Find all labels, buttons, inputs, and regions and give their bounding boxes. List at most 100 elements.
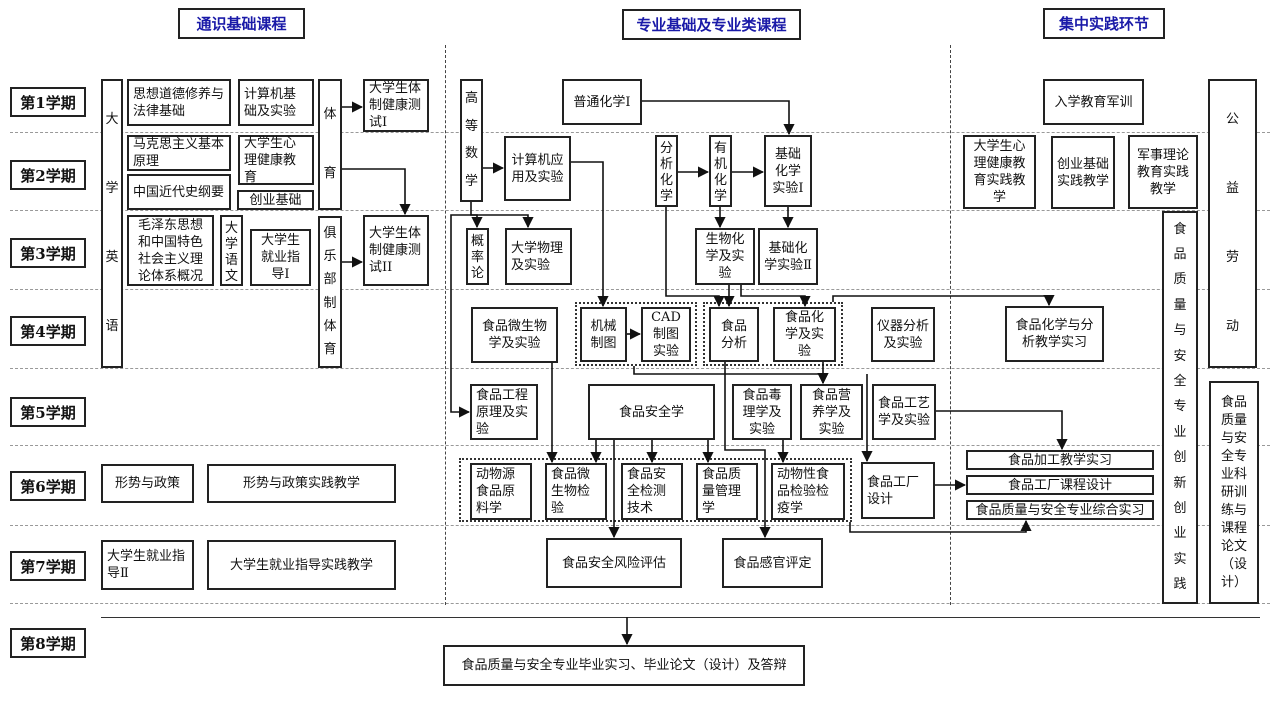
vertical-char: 创: [1173, 500, 1187, 516]
header-general: 通识基础课程: [178, 8, 305, 39]
row-divider: [10, 603, 1270, 604]
vertical-char: 业: [1173, 526, 1187, 542]
vertical-char: 安: [1173, 348, 1187, 364]
course-food-chem: 食品化学及实验: [773, 307, 836, 362]
practice-public-labor: 公益劳动: [1208, 79, 1257, 368]
row-divider: [10, 525, 1270, 526]
practice-psych: 大学生心理健康教育实践教学: [963, 135, 1036, 209]
vertical-char: 量: [1173, 297, 1187, 313]
practice-food-chem-intern: 食品化学与分析教学实习: [1005, 306, 1104, 362]
final-graduation: 食品质量与安全专业毕业实习、毕业论文（设计）及答辩: [443, 645, 805, 686]
semester-6: 第6学期: [10, 471, 86, 501]
course-computer-basic: 计算机基础及实验: [238, 79, 314, 126]
arrow-tech-processing: [936, 410, 1068, 451]
course-instrument: 仪器分析及实验: [871, 307, 935, 362]
vertical-char: 等: [464, 118, 478, 134]
row-divider: [10, 289, 1270, 290]
course-probability: 概率论: [466, 228, 489, 285]
course-pe: 体育: [318, 79, 342, 210]
vertical-char: 文: [224, 269, 238, 284]
course-toxicology: 食品毒理学及实验: [732, 384, 792, 440]
course-entrepreneurship: 创业基础: [237, 190, 314, 210]
vertical-char: 践: [1173, 577, 1187, 593]
vertical-char: 部: [323, 272, 337, 288]
course-psych-health: 大学生心理健康教育: [238, 135, 314, 185]
vertical-char: 新: [1173, 475, 1187, 491]
vertical-char: 专: [1173, 399, 1187, 415]
course-cad: CAD制图实验: [641, 307, 691, 362]
vertical-char: 有: [713, 141, 727, 156]
vertical-char: 俱: [323, 225, 337, 241]
vertical-char: 食: [1173, 221, 1187, 237]
vertical-char: 论: [470, 266, 484, 281]
semester-2: 第2学期: [10, 160, 86, 190]
semester-8: 第8学期: [10, 628, 86, 658]
vertical-char: 育: [323, 342, 337, 358]
vertical-char: 全: [1173, 374, 1187, 390]
course-english: 大学英语: [101, 79, 123, 368]
vertical-char: 率: [470, 250, 484, 265]
semester-7: 第7学期: [10, 551, 86, 581]
vertical-char: 英: [105, 250, 119, 266]
practice-factory-course: 食品工厂课程设计: [966, 475, 1154, 495]
vertical-char: 学: [105, 180, 119, 196]
vertical-char: 语: [105, 319, 119, 335]
practice-comprehensive-intern: 食品质量与安全专业综合实习: [966, 500, 1154, 520]
practice-military: 入学教育军训: [1043, 79, 1144, 125]
semester-4: 第4学期: [10, 316, 86, 346]
course-quality-mgmt: 食品质量管理学: [696, 463, 758, 520]
course-food-safety: 食品安全学: [588, 384, 715, 440]
course-food-eng: 食品工程原理及实验: [470, 384, 538, 440]
vertical-char: 制: [323, 295, 337, 311]
practice-innovation: 食品质量与安全专业创新创业实践: [1162, 211, 1198, 604]
course-food-tech: 食品工艺学及实验: [872, 384, 936, 440]
vertical-char: 品: [1173, 247, 1187, 263]
course-moral-law: 思想道德修养与法律基础: [127, 79, 231, 126]
column-divider: [950, 45, 951, 605]
vertical-char: 大: [224, 221, 238, 236]
vertical-char: 体: [323, 106, 337, 122]
vertical-char: 化: [659, 173, 673, 188]
arrow-foodchem-intern: [832, 294, 1055, 307]
drawing-group: [575, 302, 697, 366]
vertical-char: 乐: [323, 248, 337, 264]
vertical-char: 质: [1173, 272, 1187, 288]
course-risk-assess: 食品安全风险评估: [546, 538, 682, 588]
vertical-char: 大: [105, 111, 119, 127]
arrow-group-comprehensive: [849, 519, 1032, 533]
practice-research-training: 食品质量与安全专业科研训练与课程论文（设计）: [1209, 381, 1259, 604]
course-club-pe: 俱乐部制体育: [318, 216, 342, 368]
vertical-char: 析: [659, 157, 673, 172]
row-divider: [10, 132, 1270, 133]
semester-1: 第1学期: [10, 87, 86, 117]
course-gen-chem: 普通化学I: [562, 79, 642, 125]
vertical-char: 劳: [1225, 250, 1239, 266]
course-food-analysis: 食品分析: [709, 307, 759, 362]
course-career-1: 大学生就业指导I: [250, 229, 311, 286]
vertical-char: 益: [1225, 180, 1239, 196]
course-sensory: 食品感官评定: [722, 538, 823, 588]
course-marxism: 马克思主义基本原理: [127, 135, 231, 171]
course-policy: 形势与政策: [101, 464, 194, 503]
vertical-char: 业: [1173, 424, 1187, 440]
vertical-char: 育: [323, 166, 337, 182]
course-safety-detect: 食品安全检测技术: [621, 463, 683, 520]
vertical-char: 概: [470, 234, 484, 249]
course-micro-test: 食品微生物检验: [545, 463, 607, 520]
course-anal-chem: 分析化学: [655, 135, 678, 207]
course-chinese: 大学语文: [220, 215, 243, 286]
semester-3: 第3学期: [10, 238, 86, 268]
column-divider: [445, 45, 446, 605]
course-mech-drawing: 机械制图: [580, 307, 627, 362]
arrow-pe-fitness2: [342, 168, 411, 216]
header-major: 专业基础及专业类课程: [622, 9, 801, 40]
vertical-char: 创: [1173, 450, 1187, 466]
vertical-char: 公: [1225, 111, 1239, 127]
vertical-char: 与: [1173, 323, 1187, 339]
course-nutrition: 食品营养学及实验: [800, 384, 863, 440]
practice-military-theory: 军事理论教育实践教学: [1128, 135, 1198, 209]
course-fitness-test-1: 大学生体制健康测试I: [363, 79, 429, 132]
vertical-char: 学: [659, 189, 673, 204]
course-physics: 大学物理及实验: [505, 228, 572, 285]
arrow-comp-mech: [571, 161, 609, 308]
